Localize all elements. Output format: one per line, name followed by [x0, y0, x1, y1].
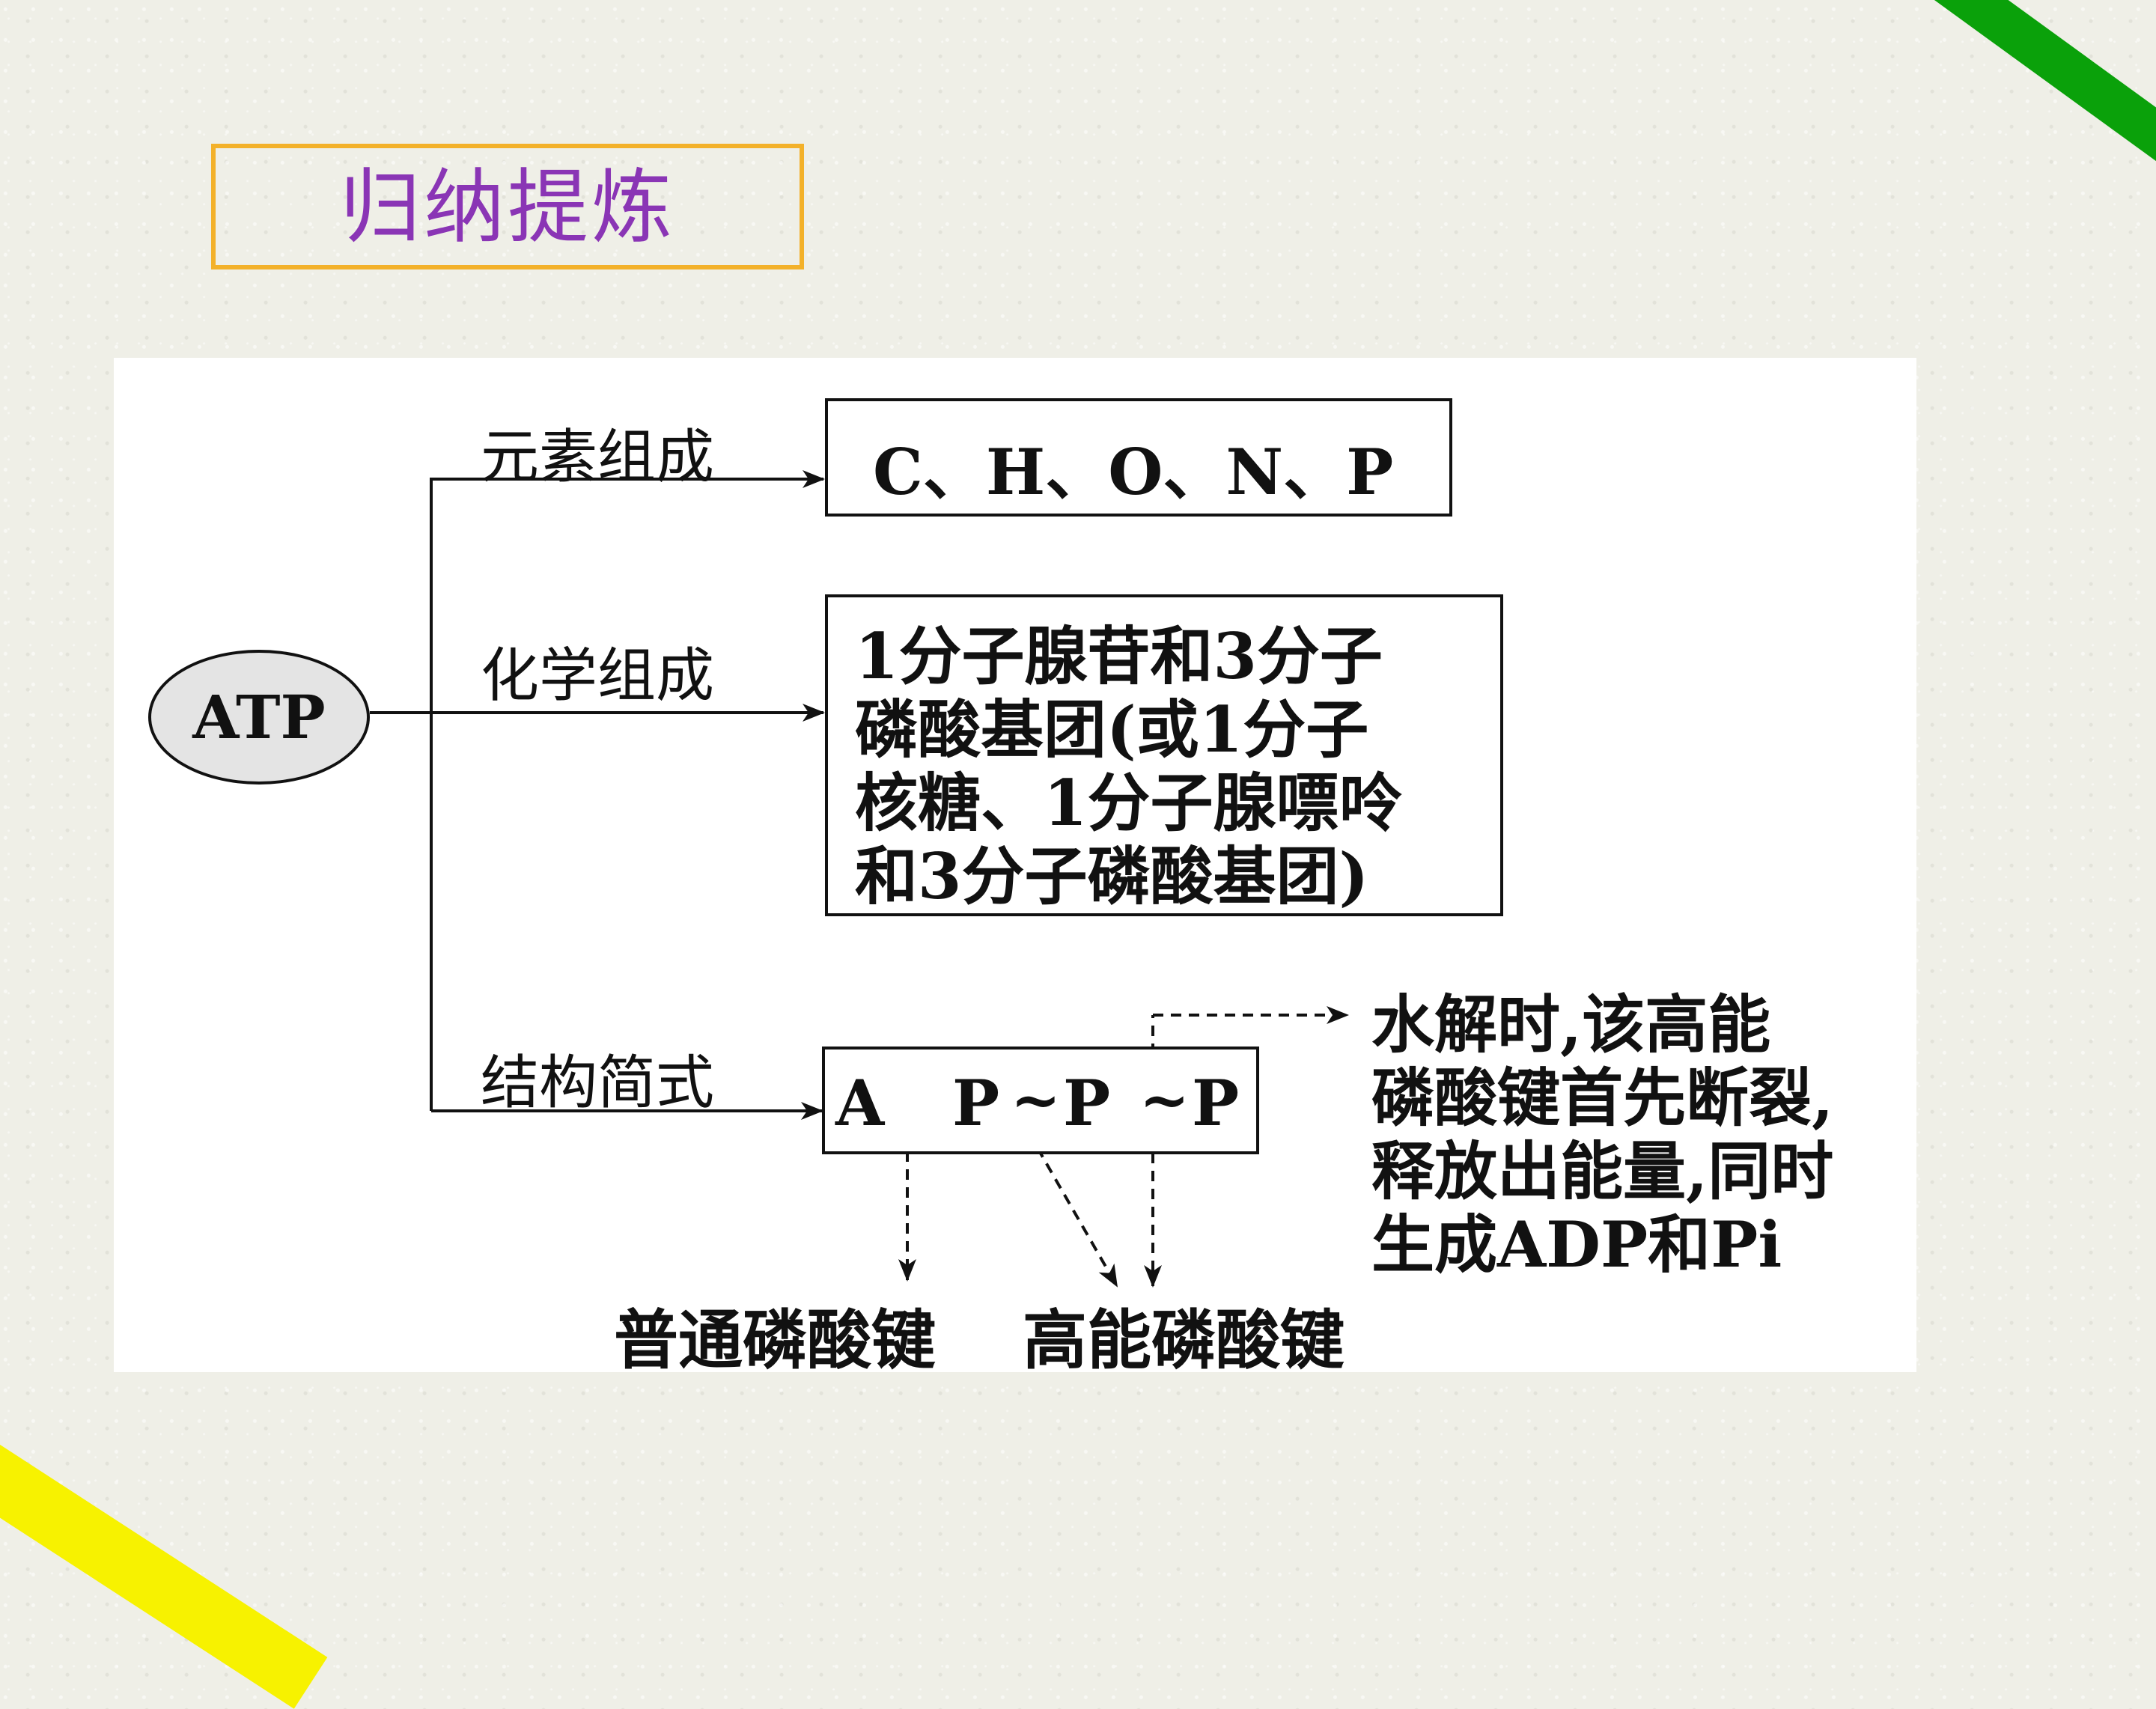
- elements-box: C、H、O、N、P: [825, 398, 1452, 517]
- composition-line-1: 1分子腺苷和3分子: [855, 619, 1383, 693]
- label-elements: 元素组成: [481, 424, 715, 491]
- formula-p1: P: [952, 1066, 1000, 1140]
- formula-tilde-1: ~: [1011, 1064, 1062, 1135]
- composition-box: 1分子腺苷和3分子 磷酸基团(或1分子 核糖、1分子腺嘌呤 和3分子磷酸基团): [825, 594, 1503, 916]
- formula-p3: P: [1192, 1066, 1240, 1140]
- hydrolysis-line-1: 水解时,该高能: [1371, 987, 1771, 1061]
- formula-p2: P: [1063, 1066, 1111, 1140]
- hydrolysis-line-2: 磷酸键首先断裂,: [1371, 1061, 1834, 1135]
- label-composition: 化学组成: [481, 642, 715, 710]
- slide-title: 归纳提炼: [339, 161, 675, 255]
- atp-node: ATP: [148, 650, 370, 785]
- composition-line-4: 和3分子磷酸基团): [855, 839, 1369, 913]
- structure-box: A P ~ P ~ P: [822, 1047, 1259, 1154]
- dash-high-bond-1: [1018, 1116, 1118, 1288]
- formula-a: A: [835, 1066, 885, 1140]
- composition-line-3: 核糖、1分子腺嘌呤: [855, 766, 1402, 840]
- hydrolysis-line-4: 生成ADP和Pi: [1371, 1207, 1782, 1282]
- high-energy-bond-label: 高能磷酸键: [1023, 1303, 1345, 1378]
- atp-label: ATP: [192, 682, 326, 752]
- formula-tilde-2: ~: [1139, 1064, 1190, 1135]
- ordinary-bond-label: 普通磷酸键: [614, 1303, 936, 1378]
- label-structure: 结构简式: [481, 1050, 715, 1117]
- elements-text: C、H、O、N、P: [873, 435, 1394, 509]
- composition-line-2: 磷酸基团(或1分子: [855, 692, 1369, 767]
- hydrolysis-line-3: 释放出能量,同时: [1371, 1134, 1834, 1208]
- slide-title-box: 归纳提炼: [211, 144, 804, 269]
